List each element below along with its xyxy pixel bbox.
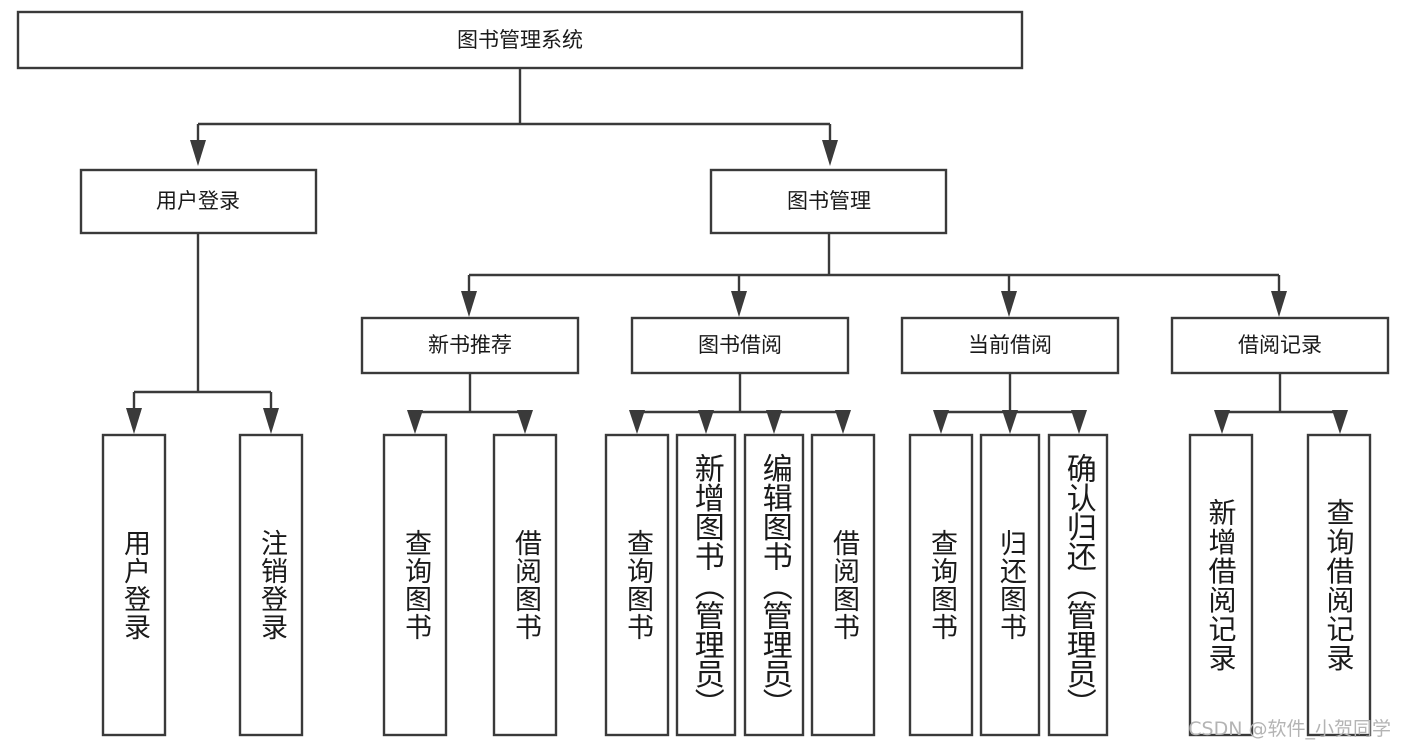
arrow-head-icon — [822, 140, 838, 166]
node-book-management[interactable]: 图书管理 — [709, 168, 948, 235]
arrow-head-icon — [407, 410, 423, 434]
arrow-head-icon — [517, 410, 533, 434]
borrow-record-label: 借阅记录 — [1238, 333, 1322, 357]
root-box[interactable] — [16, 10, 1024, 70]
user-login-label: 用户登录 — [156, 189, 240, 213]
leaf-box-edit-book-admin[interactable] — [743, 433, 805, 737]
leaf-box-logout[interactable] — [238, 433, 304, 737]
leaf-box-user-login[interactable] — [101, 433, 167, 737]
arrow-head-icon — [190, 140, 206, 166]
arrow-head-icon — [1002, 410, 1018, 434]
watermark-text: CSDN @软件_小贺同学 — [1188, 718, 1391, 740]
arrow-head-icon — [1271, 291, 1287, 317]
new-book-recommend-box[interactable] — [360, 316, 580, 375]
arrow-head-icon — [698, 410, 714, 434]
leaf-box-confirm-return-admin[interactable] — [1047, 433, 1109, 737]
leaf-box-query-book-2[interactable] — [604, 433, 670, 737]
arrow-head-icon — [126, 408, 142, 434]
root-label: 图书管理系统 — [457, 28, 583, 52]
connector-book-management-to-level3 — [461, 233, 1287, 317]
node-root[interactable]: 图书管理系统 — [16, 10, 1024, 70]
node-current-borrow[interactable]: 当前借阅 — [900, 316, 1120, 375]
node-book-borrow[interactable]: 图书借阅 — [630, 316, 850, 375]
arrow-head-icon — [933, 410, 949, 434]
arrow-head-icon — [461, 291, 477, 317]
connector-new-book-to-leaves — [407, 373, 533, 434]
book-borrow-label: 图书借阅 — [698, 333, 782, 357]
current-borrow-box[interactable] — [900, 316, 1120, 375]
arrow-head-icon — [1001, 291, 1017, 317]
connector-borrow-record-to-leaves — [1214, 373, 1348, 434]
arrow-head-icon — [1214, 410, 1230, 434]
node-user-login[interactable]: 用户登录 — [79, 168, 318, 235]
arrow-head-icon — [1332, 410, 1348, 434]
leaf-box-query-borrow-record[interactable] — [1306, 433, 1372, 737]
arrow-head-icon — [835, 410, 851, 434]
connector-user-login-to-leaves — [126, 233, 279, 434]
arrow-head-icon — [731, 291, 747, 317]
current-borrow-label: 当前借阅 — [968, 333, 1052, 357]
leaf-box-query-book-1[interactable] — [382, 433, 448, 737]
leaf-box-borrow-book-2[interactable] — [810, 433, 876, 737]
book-management-label: 图书管理 — [787, 189, 871, 213]
leaf-box-return-book[interactable] — [979, 433, 1041, 737]
connector-root-to-level2 — [190, 68, 838, 166]
arrow-head-icon — [766, 410, 782, 434]
node-borrow-record[interactable]: 借阅记录 — [1170, 316, 1390, 375]
arrow-head-icon — [629, 410, 645, 434]
leaf-box-query-book-3[interactable] — [908, 433, 974, 737]
node-new-book-recommend[interactable]: 新书推荐 — [360, 316, 580, 375]
new-book-recommend-label: 新书推荐 — [428, 333, 512, 357]
connector-current-borrow-to-leaves — [933, 373, 1087, 434]
user-login-box[interactable] — [79, 168, 318, 235]
connector-book-borrow-to-leaves — [629, 373, 851, 434]
arrow-head-icon — [263, 408, 279, 434]
arrow-head-icon — [1071, 410, 1087, 434]
leaf-box-borrow-book-1[interactable] — [492, 433, 558, 737]
leaf-box-add-borrow-record[interactable] — [1188, 433, 1254, 737]
leaf-box-add-book-admin[interactable] — [675, 433, 737, 737]
